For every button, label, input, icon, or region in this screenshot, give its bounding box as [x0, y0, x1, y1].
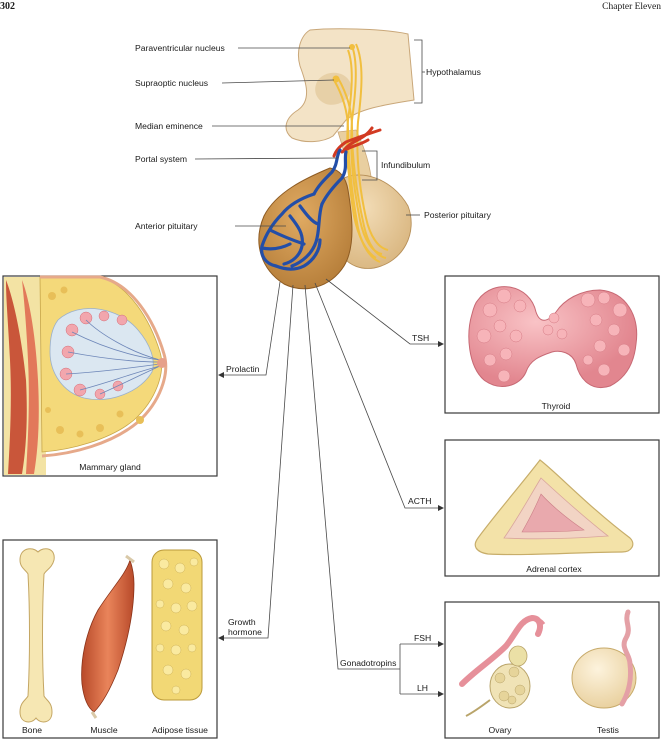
label-infundibulum: Infundibulum — [381, 160, 430, 170]
label-adipose-tissue: Adipose tissue — [152, 725, 208, 735]
adrenal-cortex-panel — [445, 440, 659, 576]
label-fsh: FSH — [414, 633, 431, 643]
label-posterior-pituitary: Posterior pituitary — [424, 210, 492, 220]
label-portal-system: Portal system — [135, 154, 187, 164]
label-tsh: TSH — [412, 333, 429, 343]
mammary-gland-panel — [3, 276, 217, 476]
page-number: 302 — [0, 1, 15, 12]
anterior-pituitary — [259, 168, 352, 289]
label-growth-hormone-1: Growth — [228, 617, 256, 627]
label-supraoptic-nucleus: Supraoptic nucleus — [135, 78, 208, 88]
label-mammary-gland: Mammary gland — [79, 462, 141, 472]
chapter-title: Chapter Eleven — [602, 2, 661, 12]
label-growth-hormone-2: hormone — [228, 627, 262, 637]
label-thyroid: Thyroid — [542, 401, 571, 411]
label-ovary: Ovary — [489, 725, 513, 735]
label-anterior-pituitary: Anterior pituitary — [135, 221, 198, 231]
label-adrenal-cortex: Adrenal cortex — [526, 564, 582, 574]
label-hypothalamus: Hypothalamus — [426, 67, 481, 77]
gonads-panel — [445, 602, 659, 738]
label-bone: Bone — [22, 725, 42, 735]
label-acth: ACTH — [408, 496, 431, 506]
label-lh: LH — [417, 683, 428, 693]
label-gonadotropins: Gonadotropins — [340, 658, 396, 668]
label-testis: Testis — [597, 725, 619, 735]
label-prolactin: Prolactin — [226, 364, 260, 374]
label-paraventricular-nucleus: Paraventricular nucleus — [135, 43, 225, 53]
thyroid-panel — [445, 276, 659, 413]
label-median-eminence: Median eminence — [135, 121, 203, 131]
label-muscle: Muscle — [90, 725, 117, 735]
growth-targets-panel — [3, 540, 217, 738]
